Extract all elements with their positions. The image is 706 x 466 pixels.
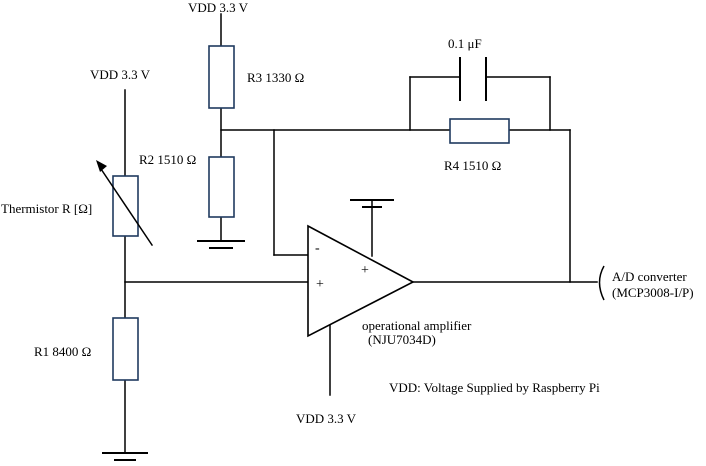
thermistor-arrow-line (97, 164, 154, 247)
label-opamp-plus-input: + (316, 277, 324, 292)
labels: VDD 3.3 V VDD 3.3 V VDD 3.3 V R3 1330 Ω … (1, 0, 694, 426)
label-opamp-plus-supply: + (361, 263, 369, 278)
thermistor-arrow (96, 160, 154, 247)
label-r1: R1 8400 Ω (34, 344, 91, 359)
label-vdd-left: VDD 3.3 V (90, 67, 151, 82)
label-thermistor: Thermistor R [Ω] (1, 201, 92, 216)
resistor-r4 (449, 118, 510, 144)
label-r2: R2 1510 Ω (139, 152, 196, 167)
label-opamp-part: (NJU7034D) (368, 332, 436, 347)
resistor-r3 (208, 45, 235, 109)
label-opamp-minus: - (315, 241, 320, 256)
label-adc-name: A/D converter (612, 269, 687, 284)
label-r4: R4 1510 Ω (444, 158, 501, 173)
label-capacitor: 0.1 μF (448, 36, 482, 51)
label-r3: R3 1330 Ω (247, 70, 304, 85)
thermistor-arrow-head (96, 160, 107, 172)
wires (124, 13, 598, 453)
adc-bracket (598, 265, 605, 301)
resistor-r2 (208, 156, 235, 218)
resistor-r1 (112, 317, 139, 381)
label-vdd-top: VDD 3.3 V (188, 0, 249, 15)
label-vdd-bottom: VDD 3.3 V (296, 411, 357, 426)
opamp-triangle (307, 224, 415, 338)
capacitor (459, 57, 487, 101)
grounds (102, 199, 394, 461)
label-opamp-name: operational amplifier (362, 318, 472, 333)
label-adc-part: (MCP3008-I/P) (612, 285, 694, 300)
label-note: VDD: Voltage Supplied by Raspberry Pi (389, 380, 600, 395)
